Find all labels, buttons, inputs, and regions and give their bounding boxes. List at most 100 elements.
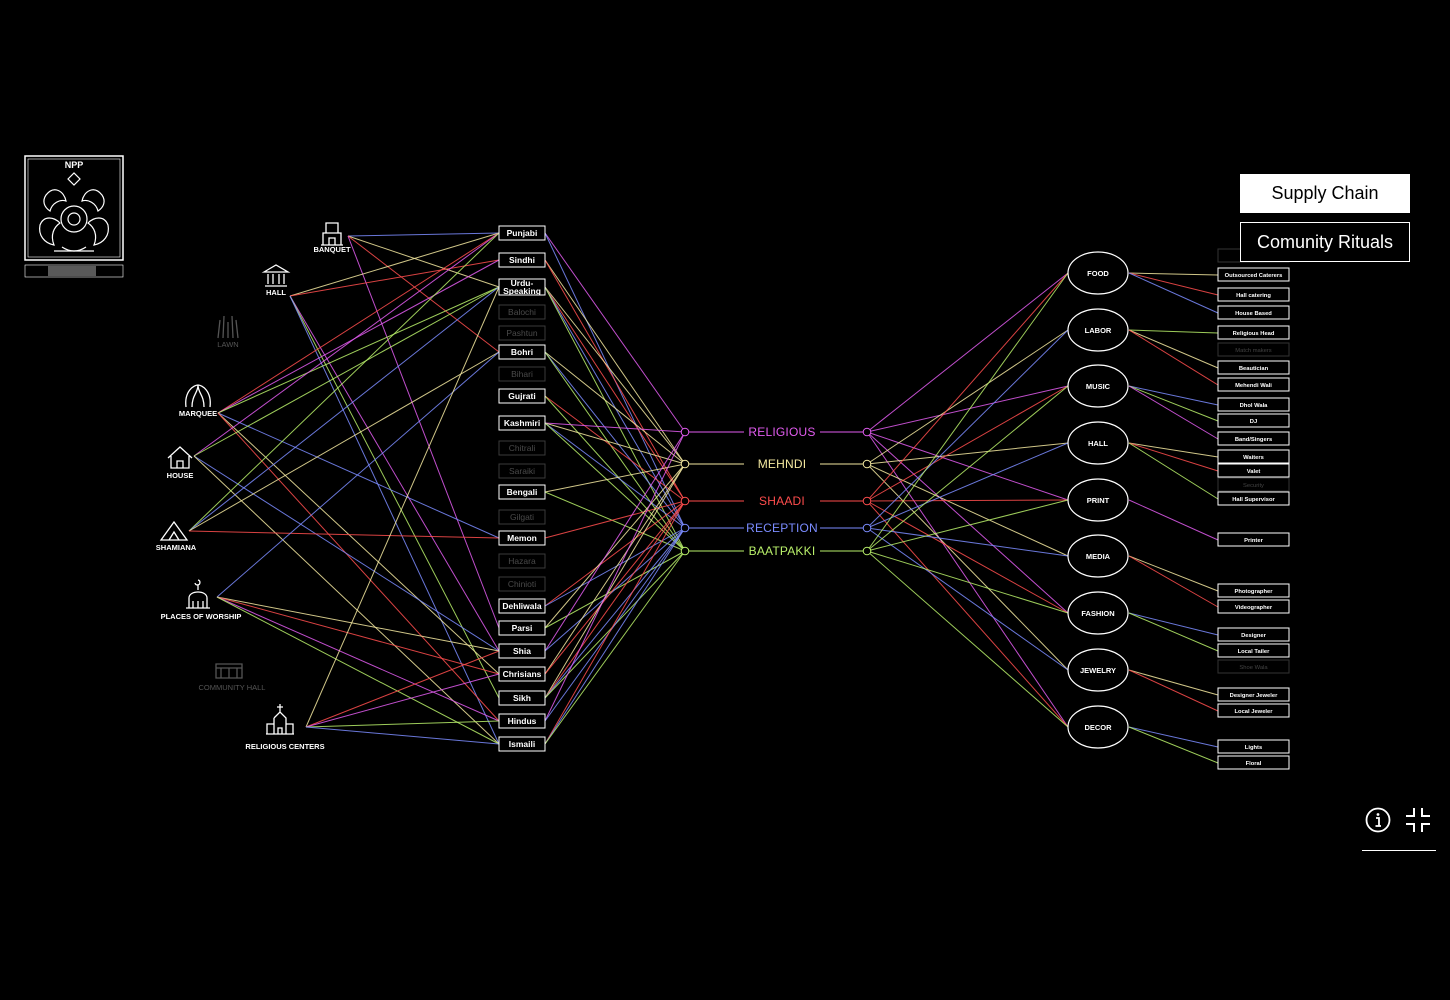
venue-lawn[interactable]: LAWN — [217, 315, 239, 349]
venue-label: SHAMIANA — [156, 543, 197, 552]
category-label: FOOD — [1087, 269, 1109, 278]
supplier-dj[interactable]: DJ — [1217, 413, 1290, 428]
supplier-photographer[interactable]: Photographer — [1217, 583, 1290, 598]
supplier-band-singers[interactable]: Band/Singers — [1217, 431, 1290, 446]
community-punjabi[interactable]: Punjabi — [498, 225, 546, 241]
supplier-security[interactable]: Security — [1217, 477, 1290, 492]
supplier-label: Videographer — [1235, 605, 1273, 611]
category-hall[interactable]: HALL — [1067, 421, 1129, 465]
category-label: HALL — [1088, 439, 1108, 448]
venue-religious[interactable]: RELIGIOUS CENTERS — [245, 704, 325, 751]
community-chitrali[interactable]: Chitrali — [498, 440, 546, 456]
supplier-hall-catering[interactable]: Hall catering — [1217, 287, 1290, 302]
supplier-shoe-wala[interactable]: Shoe Wala — [1217, 659, 1290, 674]
community-gujrati[interactable]: Gujrati — [498, 388, 546, 404]
community-memon[interactable]: Memon — [498, 530, 546, 546]
supplier-local-tailer[interactable]: Local Tailer — [1217, 643, 1290, 658]
community-box — [498, 713, 546, 729]
supplier-label: Designer — [1241, 633, 1267, 639]
category-music[interactable]: MUSIC — [1067, 364, 1129, 408]
community-gilgati[interactable]: Gilgati — [498, 509, 546, 525]
venue-house[interactable]: HOUSE — [167, 446, 194, 480]
category-fashion[interactable]: FASHION — [1067, 591, 1129, 635]
ritual-reception[interactable]: RECEPTION — [680, 520, 872, 535]
community-box — [498, 252, 546, 268]
supplier-hall-supervisor[interactable]: Hall Supervisor — [1217, 491, 1290, 506]
community-kashmiri[interactable]: Kashmiri — [498, 415, 546, 431]
community-box — [498, 388, 546, 404]
supplier-house-based[interactable]: House Based — [1217, 305, 1290, 320]
ritual-baatpakki[interactable]: BAATPAKKI — [680, 543, 872, 558]
community-chinioti[interactable]: Chinioti — [498, 576, 546, 592]
category-print[interactable]: PRINT — [1067, 478, 1129, 522]
supplier-label: Hall catering — [1236, 293, 1271, 299]
supplier-designer-jeweler[interactable]: Designer Jeweler — [1217, 687, 1290, 702]
community-bihari[interactable]: Bihari — [498, 366, 546, 382]
supplier-dhol-wala[interactable]: Dhol Wala — [1217, 397, 1290, 412]
community-pashtun[interactable]: Pashtun — [498, 325, 546, 341]
community-urdu-speaking[interactable]: Urdu-Speaking — [498, 278, 546, 296]
venue-community[interactable]: COMMUNITY HALL — [199, 663, 266, 692]
community-balochi[interactable]: Balochi — [498, 304, 546, 320]
supplier-waiters[interactable]: Waiters — [1217, 449, 1290, 464]
community-parsi[interactable]: Parsi — [498, 620, 546, 636]
venue-shamiana[interactable]: SHAMIANA — [156, 520, 197, 552]
supplier-outsourced-caterers[interactable]: Outsourced Caterers — [1217, 267, 1290, 282]
supplier-designer[interactable]: Designer — [1217, 627, 1290, 642]
community-hazara[interactable]: Hazara — [498, 553, 546, 569]
venue-worship[interactable]: PLACES OF WORSHIP — [161, 579, 242, 621]
ritual-mehndi[interactable]: MEHNDI — [680, 456, 872, 471]
community-hindus[interactable]: Hindus — [498, 713, 546, 729]
supplier-floral[interactable]: Floral — [1217, 755, 1290, 770]
supplier-label: Security — [1243, 483, 1264, 489]
supplier-videographer[interactable]: Videographer — [1217, 599, 1290, 614]
supplier-match-makers[interactable]: Match makers — [1217, 342, 1290, 357]
category-jewelry[interactable]: JEWELRY — [1067, 648, 1129, 692]
supplier-valet[interactable]: Valet — [1217, 463, 1290, 478]
supplier-beautician[interactable]: Beautician — [1217, 360, 1290, 375]
community-dehliwala[interactable]: Dehliwala — [498, 598, 546, 614]
category-labor[interactable]: LABOR — [1067, 308, 1129, 352]
ritual-shaadi[interactable]: SHAADI — [680, 493, 872, 508]
supply-chain-button[interactable]: Supply Chain — [1240, 174, 1410, 213]
community-sindhi[interactable]: Sindhi — [498, 252, 546, 268]
venue-label: HALL — [266, 288, 286, 297]
ritual-label-bg — [744, 543, 820, 558]
supplier-religious-head[interactable]: Religious Head — [1217, 325, 1290, 340]
community-rituals-button[interactable]: Comunity Rituals — [1240, 222, 1410, 262]
community-bengali[interactable]: Bengali — [498, 484, 546, 500]
venue-banquet[interactable]: BANQUET — [313, 222, 351, 254]
info-icon[interactable] — [1364, 806, 1394, 836]
community-bohri[interactable]: Bohri — [498, 344, 546, 360]
community-label: Bohri — [511, 347, 533, 357]
category-food[interactable]: FOOD — [1067, 251, 1129, 295]
category-label: FASHION — [1081, 609, 1114, 618]
supplier-box — [1217, 325, 1290, 340]
community-label: Memon — [507, 533, 537, 543]
supplier-mehendi-wali[interactable]: Mehendi Wali — [1217, 377, 1290, 392]
community-saraiki[interactable]: Saraiki — [498, 463, 546, 479]
venue-hall[interactable]: HALL — [261, 264, 291, 297]
community-ismaili[interactable]: Ismaili — [498, 736, 546, 752]
supplier-printer[interactable]: Printer — [1217, 532, 1290, 547]
collapse-icon[interactable] — [1404, 806, 1434, 836]
venue-label: HOUSE — [167, 471, 194, 480]
toolbar — [1362, 806, 1436, 851]
category-decor[interactable]: DECOR — [1067, 705, 1129, 749]
supplier-local-jeweler[interactable]: Local Jeweler — [1217, 703, 1290, 718]
category-ellipse — [1067, 364, 1129, 408]
community-sikh[interactable]: Sikh — [498, 690, 546, 706]
community-label: Gilgati — [510, 512, 534, 522]
community-label: Speaking — [503, 286, 541, 296]
community-shia[interactable]: Shia — [498, 643, 546, 659]
supplier-label: Local Jeweler — [1234, 709, 1273, 715]
community-chrisians[interactable]: Chrisians — [498, 666, 546, 682]
category-media[interactable]: MEDIA — [1067, 534, 1129, 578]
community-box — [498, 366, 546, 382]
supplier-lights[interactable]: Lights — [1217, 739, 1290, 754]
marquee-icon — [185, 384, 211, 408]
supplier-label: Waiters — [1243, 455, 1264, 461]
ritual-religious[interactable]: RELIGIOUS — [680, 424, 872, 439]
venue-marquee[interactable]: MARQUEE — [179, 384, 217, 418]
